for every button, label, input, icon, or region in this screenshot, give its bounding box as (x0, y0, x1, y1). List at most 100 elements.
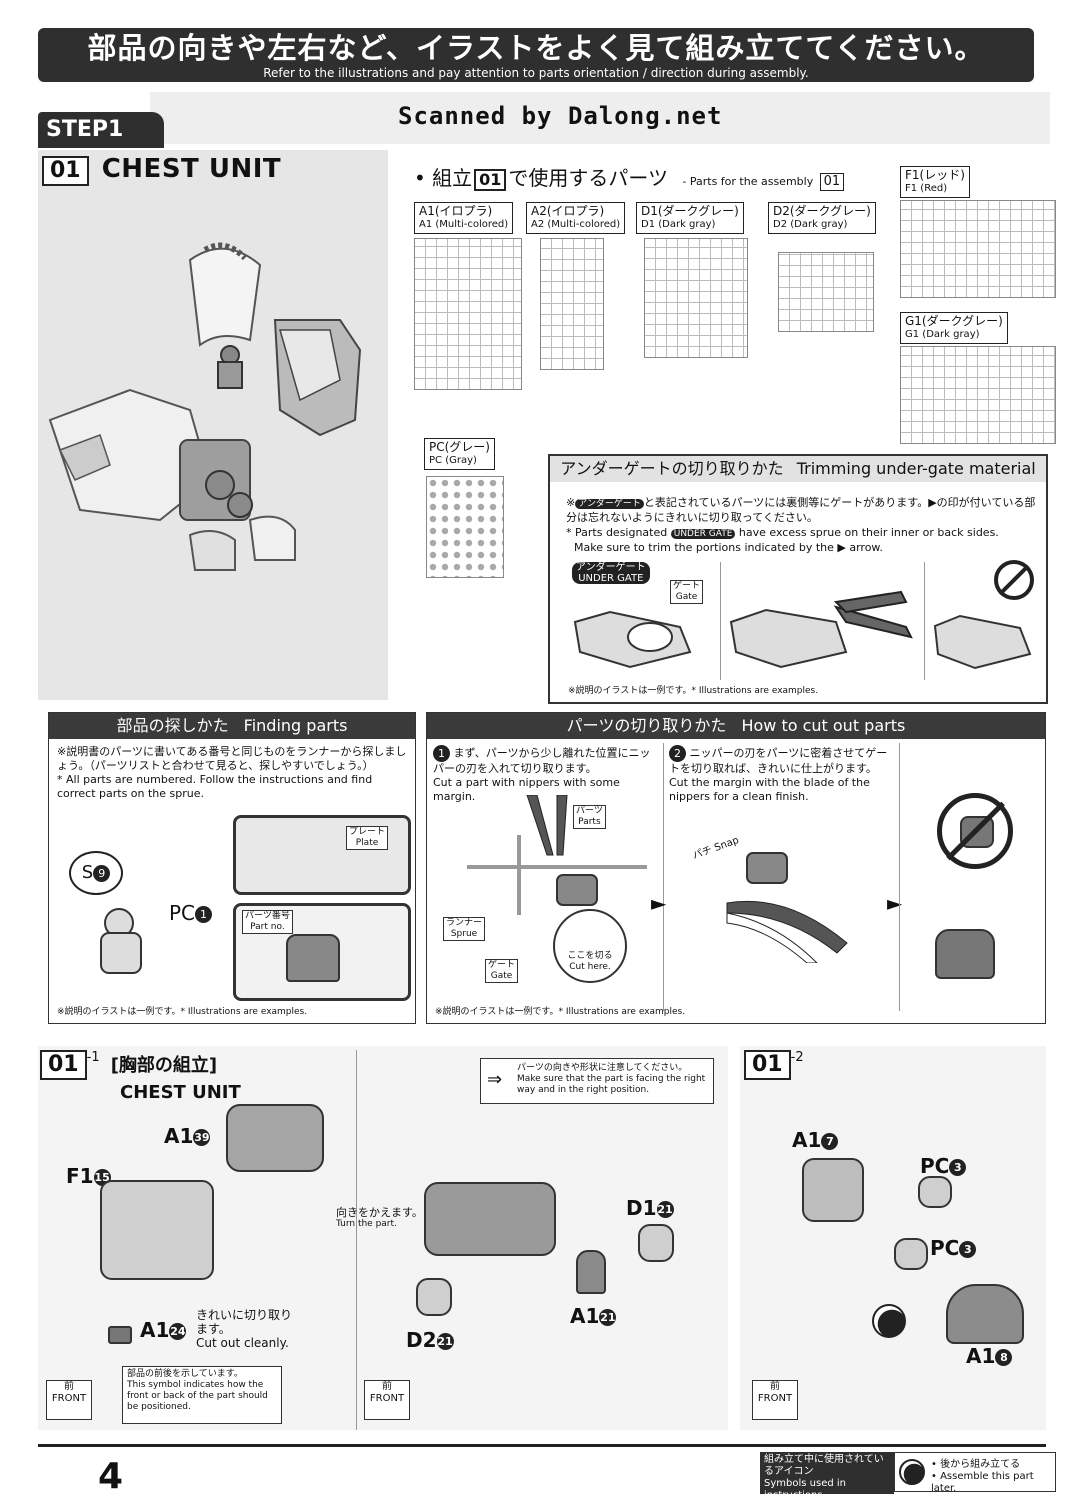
arrow-icon: ⇒ (487, 1069, 503, 1090)
undergate-footnote: ※説明のイラストは一例です。* Illustrations are exampl… (568, 686, 819, 696)
page-number: 4 (98, 1456, 124, 1497)
section01-1-title-en: CHEST UNIT (120, 1082, 241, 1103)
section01-1-heading: 01-1 [胸部の組立] (40, 1050, 217, 1080)
undergate-note-jp: ※アンダーゲートと表記されているパーツには裏側等にゲートがあります。▶の印が付い… (566, 496, 1036, 524)
step-band (150, 92, 1050, 144)
cutting-footnote: ※説明のイラストは一例です。* Illustrations are exampl… (435, 1007, 686, 1017)
front-symbol-note: 部品の前後を示しています。 This symbol indicates how … (122, 1366, 282, 1424)
section01-heading: 01 CHEST UNIT (42, 154, 281, 186)
part-a1-24-label: A124 (140, 1318, 187, 1342)
plate-label-jp: プレート (349, 827, 386, 837)
icons-legend: 組み立て中に使用されているアイコン Symbols used in instru… (760, 1452, 894, 1501)
runner-a1-label: A1(イロプラ) A1 (Multi-colored) (414, 202, 514, 234)
runner-g1 (900, 346, 1056, 444)
section-title: CHEST UNIT (101, 154, 282, 184)
section-number: 01 (42, 156, 89, 186)
prohibited-cut-icon (937, 793, 1013, 869)
parts-heading-jp: 組立 (432, 166, 473, 190)
finding-footnote: ※説明のイラストは一例です。* Illustrations are exampl… (57, 1007, 308, 1017)
runner-g1-label: G1(ダークグレー) G1 (Dark gray) (900, 312, 1008, 344)
finding-title: 部品の探しかた Finding parts (49, 713, 415, 739)
chest-unit-illustration (40, 220, 380, 600)
partno-detail: パーツ番号 Part no. (233, 903, 411, 1001)
undergate-badge: アンダーゲート (575, 499, 644, 509)
undergate-label: アンダーゲート UNDER GATE (572, 562, 650, 584)
cutting-arrow-2: ► (887, 891, 903, 915)
finding-part-illustration (89, 903, 169, 983)
part-pc-3a (918, 1176, 952, 1208)
assemble-later-legend: • 後から組み立てる • Assemble this part later. (894, 1452, 1056, 1494)
section01-1-divider (356, 1050, 357, 1430)
assemble-later-icon (872, 1304, 906, 1338)
undergate-badge-en: UNDER GATE (670, 529, 736, 539)
part-a1-7 (802, 1158, 864, 1222)
cut-here-callout: ここを切る Cut here. (553, 909, 627, 983)
prohibited-icon (994, 560, 1034, 600)
parts-heading-jp2: で使用するパーツ (508, 166, 669, 190)
header-banner: 部品の向きや左右など、イラストをよく見て組み立ててください。 Refer to … (38, 28, 1034, 82)
part-f1-15 (100, 1180, 214, 1280)
part-a1-21 (576, 1250, 606, 1294)
cutting-divider (663, 743, 664, 1011)
footer-rule (38, 1444, 1046, 1447)
orientation-note: ⇒ パーツの向きや形状に注意してください。 Make sure that the… (480, 1058, 714, 1104)
cut-cleanly-note: きれいに切り取ります。 Cut out cleanly. (196, 1308, 293, 1350)
watermark: Scanned by Dalong.net (398, 102, 723, 130)
part-a1-21-label: A121 (570, 1304, 617, 1328)
part-a1-39 (226, 1104, 324, 1172)
runner-a1 (414, 238, 522, 390)
parts-heading-en: - Parts for the assembly (682, 175, 814, 188)
undergate-illustration-3 (930, 596, 1040, 672)
part-a1-24 (108, 1326, 132, 1344)
plate-label-en: Plate (355, 838, 379, 848)
header-en: Refer to the illustrations and pay atten… (263, 66, 809, 80)
runner-pc-label: PC(グレー) PC (Gray) (424, 438, 495, 470)
part-a1-39-label: A139 (164, 1124, 211, 1148)
section01-2-panel (740, 1046, 1046, 1430)
assemble-later-icon-legend (899, 1459, 925, 1485)
runner-f1-label: F1(レッド) F1 (Red) (900, 166, 970, 198)
undergate-divider-2 (924, 562, 925, 680)
runner-d1-label: D1(ダークグレー) D1 (Dark gray) (636, 202, 744, 234)
part-d1-21 (638, 1224, 674, 1262)
clean-part-illustration (935, 929, 995, 979)
finding-box: 部品の探しかた Finding parts ※説明書のパーツに書いてある番号と同… (48, 712, 416, 1024)
part-pc-3b (894, 1238, 928, 1270)
finding-note-en: * All parts are numbered. Follow the ins… (57, 773, 373, 800)
nipper-step1-illustration (457, 794, 657, 915)
undergate-illustration-2 (726, 582, 916, 672)
parts-heading-en-box: 01 (819, 173, 845, 191)
undergate-gate-label: ゲート Gate (670, 580, 704, 604)
runner-a2-label: A2(イロプラ) A2 (Multi-colored) (526, 202, 626, 234)
finding-note-jp: ※説明書のパーツに書いてある番号と同じものをランナーから探しましょう。（パーツリ… (57, 745, 407, 772)
step-label: STEP1 (38, 112, 164, 148)
front-icon: 前 FRONT (46, 1380, 92, 1420)
runner-d2 (778, 252, 874, 332)
runner-pc (426, 476, 504, 578)
runner-a2 (540, 238, 604, 370)
part-d2-21-label: D221 (406, 1328, 454, 1352)
section01-2-heading: 01-2 (744, 1050, 804, 1080)
undergate-note-en: * Parts designated UNDER GATE have exces… (566, 526, 999, 554)
part-d1-21-label: D121 (626, 1196, 674, 1220)
section01-1-title-jp: [胸部の組立] (110, 1055, 218, 1076)
cutting-step2: 2 ニッパーの刃をパーツに密着させてゲートを切り取れば、きれいに仕上がります。 … (669, 745, 888, 803)
undergate-illustration-1 (570, 592, 700, 672)
part-a1-8 (946, 1284, 1024, 1344)
chest-assembly (424, 1182, 556, 1256)
cutting-box: パーツの切り取りかた How to cut out parts 1 まず、パーツ… (426, 712, 1046, 1024)
runner-d2-label: D2(ダークグレー) D2 (Dark gray) (768, 202, 876, 234)
cutting-title: パーツの切り取りかた How to cut out parts (427, 713, 1045, 739)
nipper-step2-illustration (697, 833, 877, 964)
front-icon-3: 前 FRONT (752, 1380, 798, 1420)
front-icon-2: 前 FRONT (364, 1380, 410, 1420)
undergate-title: アンダーゲートの切り取りかた Trimming under-gate mater… (550, 456, 1046, 482)
part-d2-21 (416, 1278, 452, 1316)
